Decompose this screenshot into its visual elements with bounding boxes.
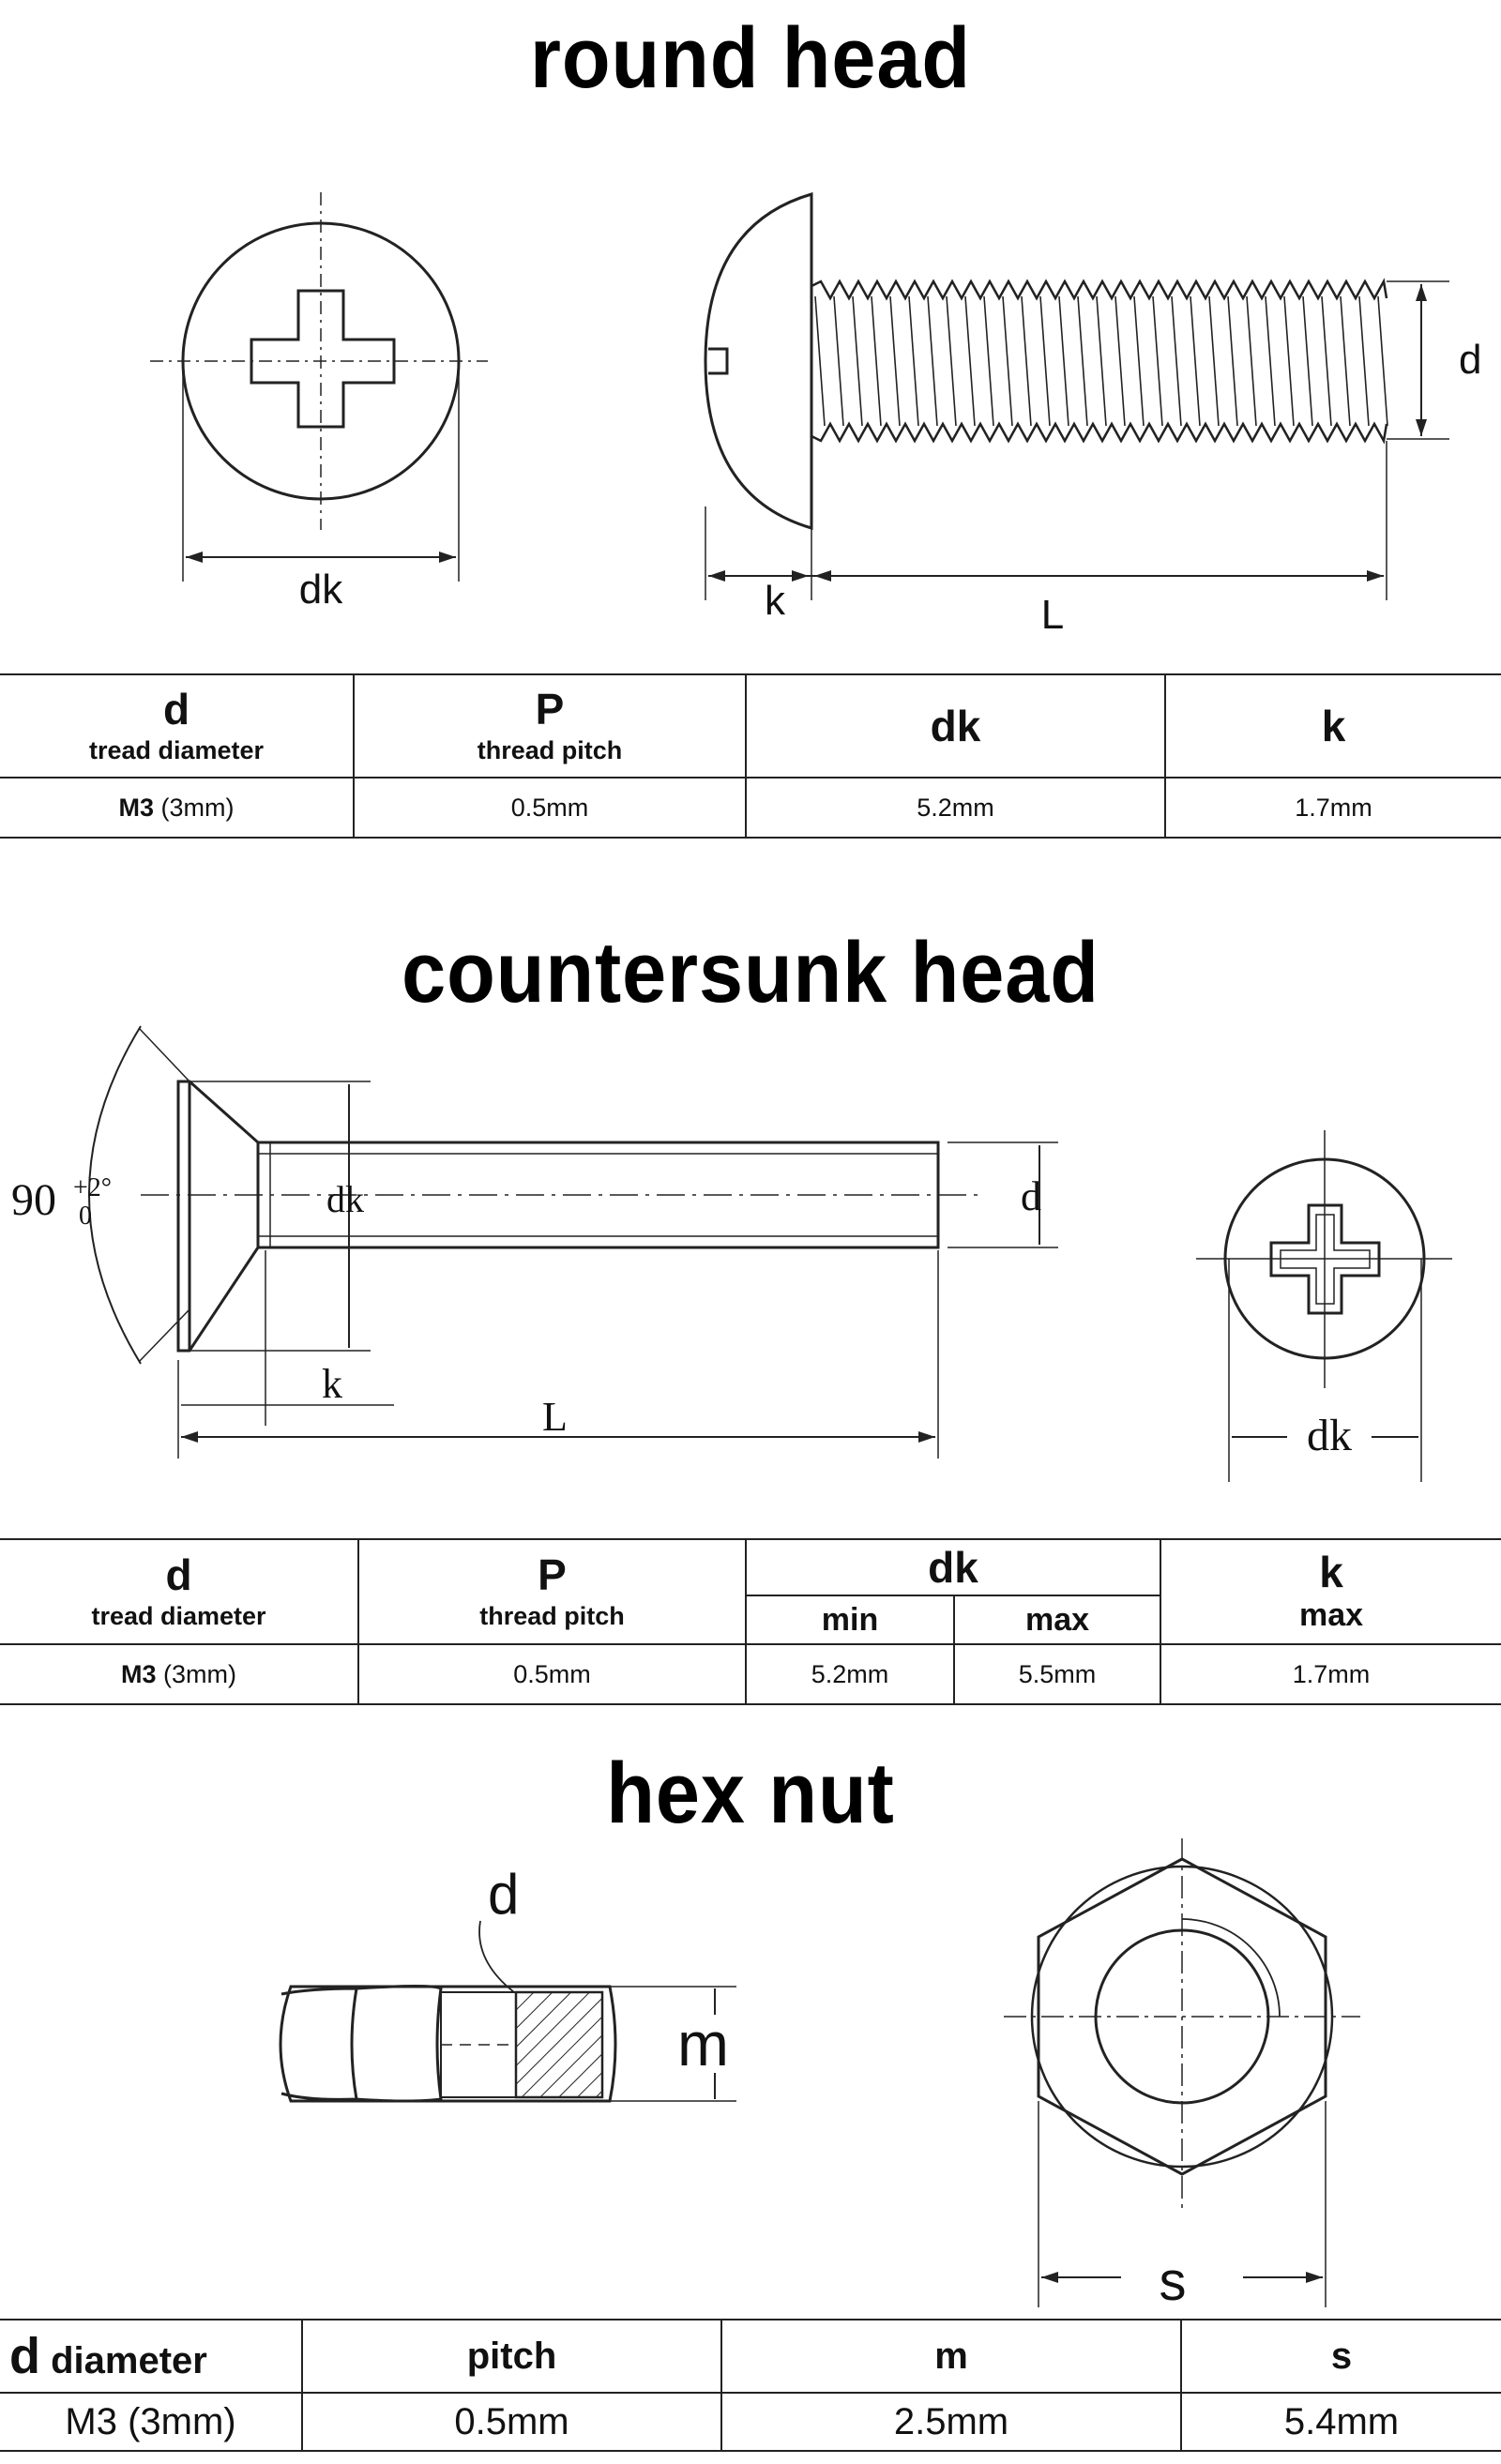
- header-dk-min: min: [746, 1595, 955, 1645]
- dk-label: dk: [299, 567, 343, 612]
- header-s: s: [1180, 2319, 1501, 2394]
- angle-tol-upper: +2°: [73, 1173, 112, 1202]
- k-label: k: [765, 578, 786, 624]
- L-label: L: [542, 1394, 568, 1440]
- round-head-diagram: dk k L d: [150, 191, 1481, 638]
- cell-dk-min: 5.2mm: [745, 1643, 955, 1705]
- thread-body: [811, 278, 1388, 445]
- header-dk: dk: [745, 1538, 1161, 1596]
- header-dk-max: max: [953, 1595, 1160, 1645]
- header-pitch: pitch: [301, 2319, 722, 2394]
- countersunk-head-diagram: 90 +2° 0 dk d k L dk: [11, 1025, 1452, 1482]
- cell-dk: 5.2mm: [745, 777, 1166, 839]
- d-label: d: [1021, 1173, 1041, 1219]
- dk-side-label: dk: [326, 1178, 364, 1220]
- L-label: L: [1041, 592, 1064, 638]
- hatched-section: [514, 1990, 604, 2099]
- header-dk: dk: [745, 673, 1166, 779]
- k-label: k: [322, 1361, 342, 1407]
- cell-pitch: 0.5mm: [301, 2392, 722, 2452]
- cell-size: M3 (3mm): [0, 2392, 303, 2452]
- hex-nut-spec-table: d diameter pitch m s M3 (3mm) 0.5mm 2.5m…: [0, 2319, 1501, 2452]
- m-label: m: [677, 2009, 729, 2079]
- cell-pitch: 0.5mm: [353, 777, 747, 839]
- cell-pitch: 0.5mm: [357, 1643, 747, 1705]
- header-diameter: d diameter: [0, 2319, 303, 2394]
- header-k: k: [1164, 673, 1501, 779]
- header-m: m: [720, 2319, 1182, 2394]
- cell-dk-max: 5.5mm: [953, 1643, 1161, 1705]
- cell-size: M3 (3mm): [0, 1643, 359, 1705]
- d-label: d: [1459, 337, 1481, 383]
- hex-nut-title: hex nut: [606, 1746, 895, 1841]
- countersunk-head-title: countersunk head: [402, 925, 1099, 1020]
- cell-size: M3 (3mm): [0, 777, 355, 839]
- cell-m: 2.5mm: [720, 2392, 1182, 2452]
- cell-k: 1.7mm: [1164, 777, 1501, 839]
- hex-nut-front: [1037, 1857, 1327, 2176]
- s-label: s: [1160, 2251, 1187, 2312]
- dk-top-label: dk: [1307, 1411, 1352, 1460]
- d-label: d: [488, 1863, 519, 1926]
- round-head-title: round head: [529, 10, 972, 106]
- angle-label: 90: [11, 1175, 56, 1225]
- phillips-cross-icon: [250, 289, 396, 429]
- round-head-side: [704, 191, 813, 531]
- hex-nut-diagram: d m s: [279, 1838, 1360, 2312]
- angle-tol-lower: 0: [79, 1202, 92, 1231]
- cell-k: 1.7mm: [1160, 1643, 1501, 1705]
- phillips-cross-icon: [1269, 1203, 1381, 1315]
- cell-s: 5.4mm: [1180, 2392, 1501, 2452]
